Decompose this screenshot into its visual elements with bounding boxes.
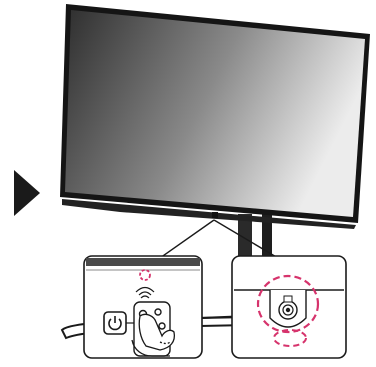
joystick-detail-panel (231, 255, 347, 359)
callout-lines (159, 219, 279, 259)
monitor-screen (65, 10, 365, 217)
hand-pressing (131, 313, 176, 357)
power-icon (108, 318, 122, 331)
monitor (60, 4, 370, 229)
power-button-callout (103, 311, 134, 335)
joystick-callout-small (273, 329, 307, 347)
joystick-button-indicator (212, 212, 218, 218)
monitor-bottom-bar (62, 199, 356, 229)
joystick-callout-circle (256, 274, 320, 334)
step-arrow-icon (14, 170, 40, 216)
remote-detail-panel (83, 255, 203, 359)
joystick-button-icon (269, 290, 307, 328)
sensor-callout-circle (139, 269, 151, 281)
wireless-signal-icon (135, 286, 155, 299)
